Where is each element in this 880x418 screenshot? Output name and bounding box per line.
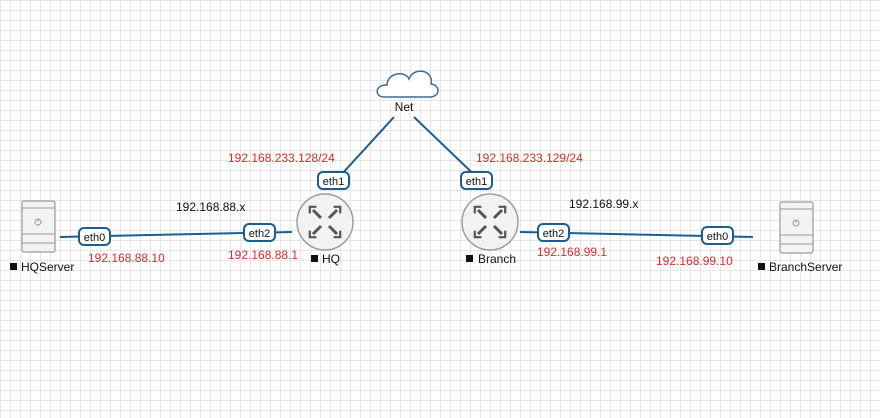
port-branchserver-eth0[interactable]: eth0: [701, 226, 734, 245]
port-hq-eth2[interactable]: eth2: [243, 223, 276, 242]
node-net[interactable]: Net: [376, 70, 439, 114]
port-label: eth2: [249, 228, 270, 240]
port-label: eth1: [323, 176, 344, 188]
ip-hq-eth1: 192.168.233.128/24: [228, 151, 335, 165]
node-label-net: Net: [395, 100, 414, 114]
subnet-hq-lan: 192.168.88.x: [176, 200, 245, 214]
status-square-branch: [466, 255, 473, 262]
node-label-branch: Branch: [478, 252, 516, 266]
ip-branch-eth1: 192.168.233.129/24: [476, 151, 583, 165]
port-label: eth2: [543, 228, 564, 240]
port-label: eth0: [707, 231, 728, 243]
ip-branchserver-eth0: 192.168.99.10: [656, 254, 733, 268]
ip-hqserver-eth0: 192.168.88.10: [88, 251, 165, 265]
server-icon: [21, 200, 56, 253]
subnet-branch-lan: 192.168.99.x: [569, 197, 638, 211]
node-branchserver[interactable]: BranchServer: [758, 201, 842, 274]
node-label-branchserver: BranchServer: [769, 260, 842, 274]
port-branch-eth1[interactable]: eth1: [460, 171, 493, 190]
node-hqserver[interactable]: HQServer: [10, 200, 74, 274]
status-square-branchserver: [758, 263, 765, 270]
status-square-hq: [311, 255, 318, 262]
ip-hq-eth2: 192.168.88.1: [228, 248, 298, 262]
node-label-hq: HQ: [322, 252, 340, 266]
router-icon: [461, 193, 519, 251]
node-hq[interactable]: HQ: [296, 193, 354, 266]
node-branch[interactable]: Branch: [461, 193, 519, 266]
server-icon: [779, 201, 814, 254]
port-branch-eth2[interactable]: eth2: [537, 223, 570, 242]
port-label: eth0: [84, 232, 105, 244]
port-label: eth1: [466, 176, 487, 188]
node-label-hqserver: HQServer: [21, 260, 74, 274]
router-icon: [296, 193, 354, 251]
ip-branch-eth2: 192.168.99.1: [537, 245, 607, 259]
port-hq-eth1[interactable]: eth1: [317, 171, 350, 190]
status-square-hqserver: [10, 263, 17, 270]
cloud-icon: [376, 70, 439, 98]
port-hqserver-eth0[interactable]: eth0: [78, 227, 111, 246]
